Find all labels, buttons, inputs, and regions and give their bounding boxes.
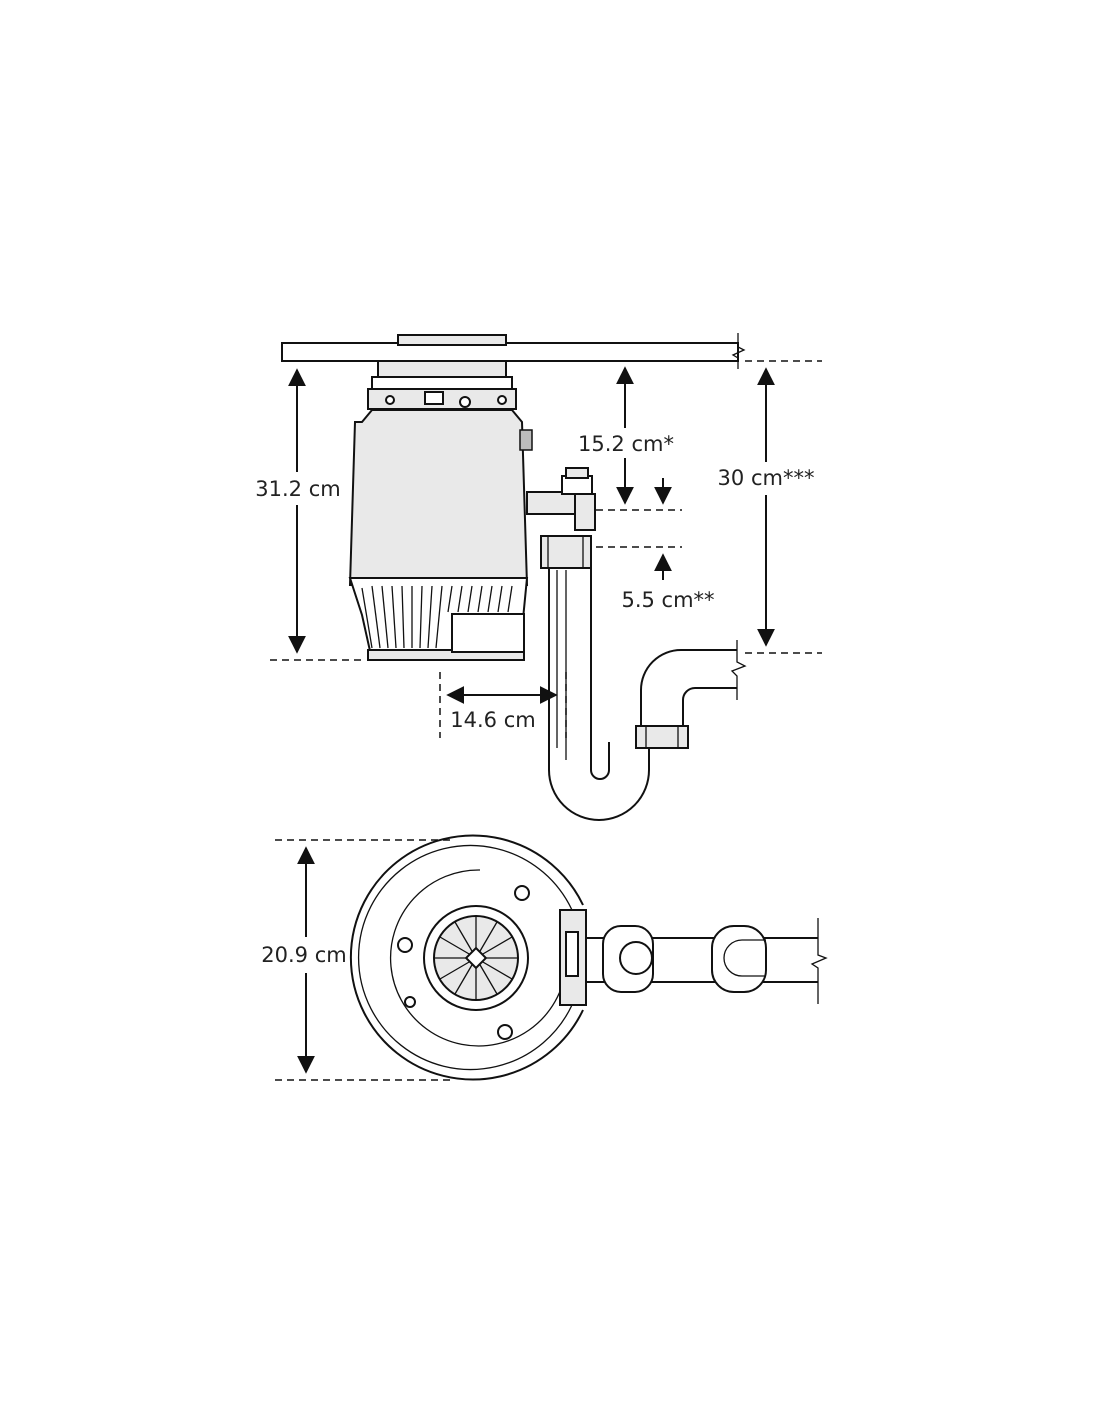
- mounting-assembly: [367, 360, 517, 410]
- disposer-body: [348, 409, 533, 662]
- label-inlet-to-sink: 15.2 cm*: [578, 432, 674, 456]
- discharge-pipe-top: [586, 918, 828, 1004]
- dim-inlet-to-sink: 15.2 cm*: [578, 366, 682, 511]
- base-ribs: [361, 585, 513, 649]
- dim-drain-to-sink: 30 cm***: [718, 360, 822, 654]
- dim-inlet-spacing: 5.5 cm**: [596, 546, 715, 612]
- dishwasher-inlet: [526, 467, 596, 531]
- top-view: 20.9 cm: [261, 834, 828, 1081]
- discharge-pipe: [540, 535, 747, 821]
- sink-countertop: [281, 333, 746, 369]
- side-view: 31.2 cm 15.2 cm* 5.5 cm** 30 cm***: [255, 333, 822, 821]
- label-height: 31.2 cm: [255, 477, 340, 501]
- label-outlet-offset: 14.6 cm: [450, 708, 535, 732]
- splash-guard: [423, 905, 529, 1011]
- label-drain-to-sink: 30 cm***: [718, 466, 815, 490]
- label-diameter: 20.9 cm: [261, 943, 346, 967]
- dim-outlet-offset: 14.6 cm: [439, 672, 567, 738]
- dim-height: 31.2 cm: [255, 368, 362, 661]
- dim-diameter: 20.9 cm: [261, 839, 455, 1081]
- label-inlet-spacing: 5.5 cm**: [621, 588, 714, 612]
